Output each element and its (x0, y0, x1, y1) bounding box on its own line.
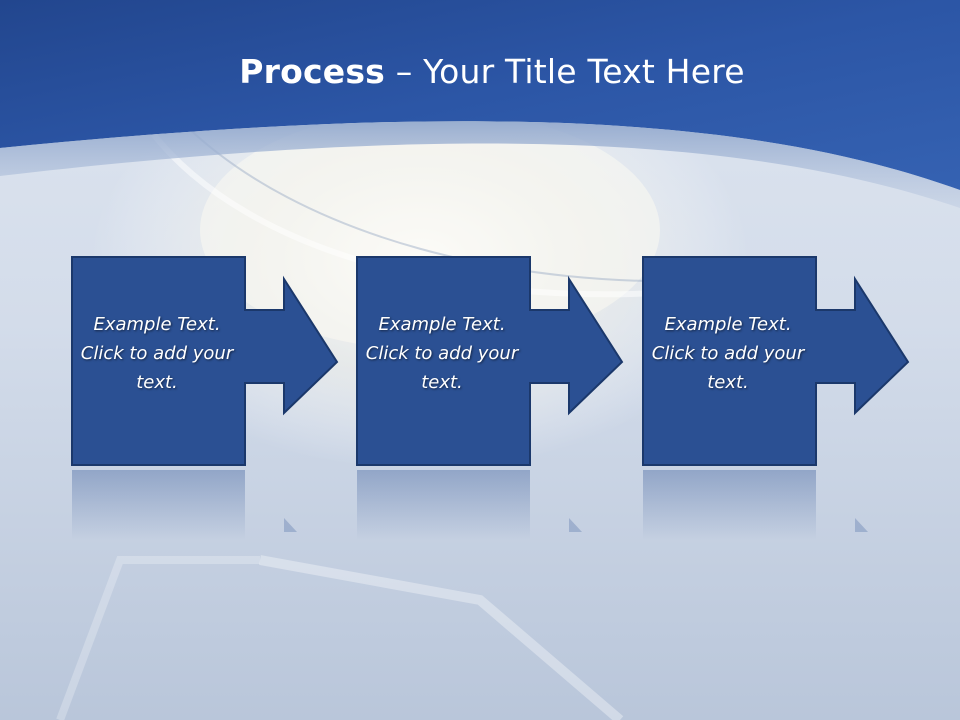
process-step-3[interactable]: Example Text. Click to add your text. (642, 256, 912, 540)
title-bold: Process (239, 52, 386, 91)
arrow-box-shape (356, 256, 624, 466)
step-1-text: Example Text. Click to add your text. (80, 314, 234, 393)
step-3-reflection (643, 470, 868, 540)
title-rest: – Your Title Text Here (385, 52, 745, 91)
step-2-text: Example Text. Click to add your text. (365, 314, 519, 393)
page-title[interactable]: Process – Your Title Text Here (0, 52, 960, 91)
process-step-2[interactable]: Example Text. Click to add your text. (356, 256, 626, 540)
step-3-text: Example Text. Click to add your text. (651, 314, 805, 393)
step-1-reflection (72, 470, 297, 540)
arrow-box-shape (71, 256, 339, 466)
process-step-1[interactable]: Example Text. Click to add your text. (71, 256, 341, 540)
step-2-reflection (357, 470, 582, 540)
arrow-box-shape (642, 256, 910, 466)
